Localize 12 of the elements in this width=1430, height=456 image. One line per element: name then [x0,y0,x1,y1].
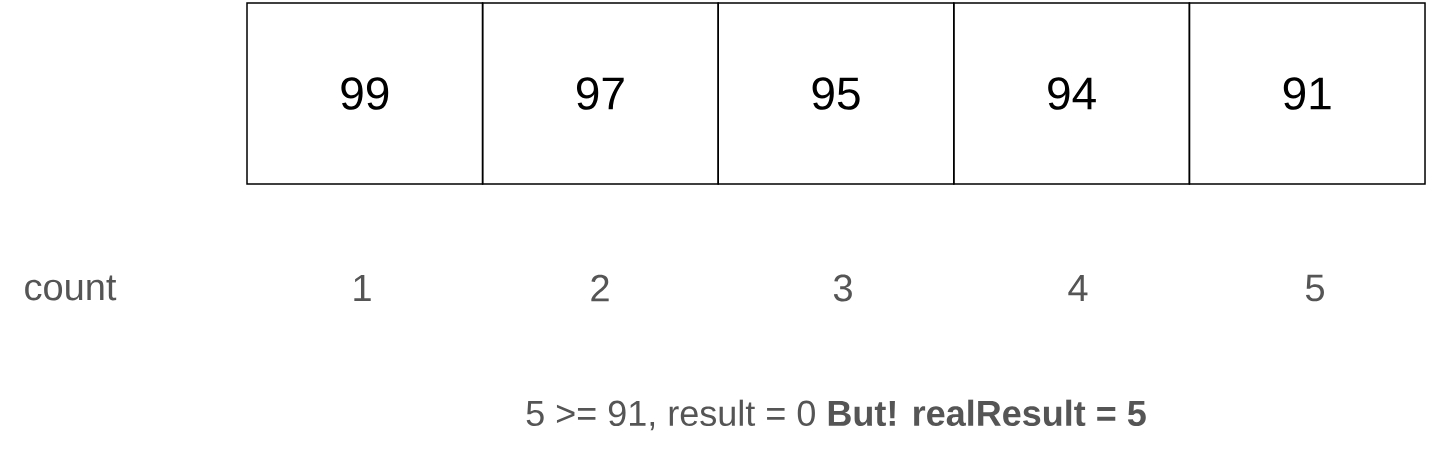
array-cell: 97 [481,2,719,185]
array-cell: 94 [953,2,1191,185]
count-value: 5 [1305,274,1324,302]
array-cell: 95 [717,2,955,185]
count-value: 3 [833,274,852,302]
count-value: 2 [591,274,609,302]
count-value: 1 [354,274,371,302]
note-text: 5 >= 91, result = 0 But! realResult = 5 [526,399,1146,431]
array-cell: 99 [246,2,484,185]
count-value: 4 [1068,274,1088,302]
array-cell: 91 [1188,2,1426,185]
row-label: count [25,275,117,301]
